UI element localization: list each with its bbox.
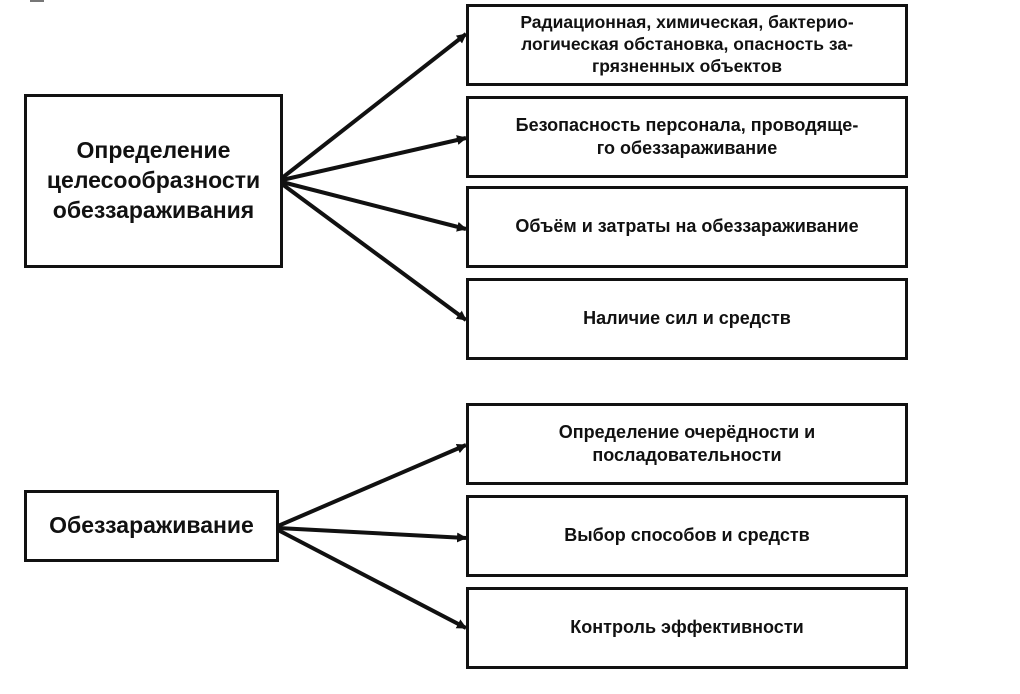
arrow-bottom-1 <box>277 443 467 528</box>
target-box-bottom-3-label: Контроль эффективности <box>570 617 804 638</box>
arrow-top-2 <box>281 135 467 182</box>
target-box-top-2: Безопасность персонала, проводяще- го об… <box>466 96 908 178</box>
source-box-bottom-label: Обеззараживание <box>49 512 254 539</box>
target-box-bottom-2: Выбор способов и средств <box>466 495 908 577</box>
target-box-top-3-label: Объём и затраты на обеззараживание <box>515 216 859 237</box>
source-box-bottom: Обеззараживание <box>24 490 279 562</box>
target-box-bottom-3: Контроль эффективности <box>466 587 908 669</box>
target-box-bottom-2-label: Выбор способов и средств <box>564 525 810 546</box>
arrow-top-1 <box>280 32 468 180</box>
target-box-top-3: Объём и затраты на обеззараживание <box>466 186 908 268</box>
target-box-top-1-label: Радиационная, химическая, бактерио- логи… <box>520 12 854 76</box>
target-box-top-1: Радиационная, химическая, бактерио- логи… <box>466 4 908 86</box>
arrow-top-3 <box>281 180 467 232</box>
arrow-bottom-3 <box>277 528 467 630</box>
scan-mark <box>30 0 44 2</box>
target-box-top-4-label: Наличие сил и средств <box>583 308 791 329</box>
arrow-top-4 <box>280 182 468 322</box>
source-box-top: Определение целесообразности обеззаражив… <box>24 94 283 268</box>
target-box-top-2-label: Безопасность персонала, проводяще- го об… <box>515 114 859 158</box>
target-box-bottom-1: Определение очерёдности и посладовательн… <box>466 403 908 485</box>
arrow-bottom-2 <box>277 526 467 543</box>
source-box-top-label: Определение целесообразности обеззаражив… <box>46 137 261 223</box>
target-box-top-4: Наличие сил и средств <box>466 278 908 360</box>
target-box-bottom-1-label: Определение очерёдности и посладовательн… <box>558 421 816 465</box>
